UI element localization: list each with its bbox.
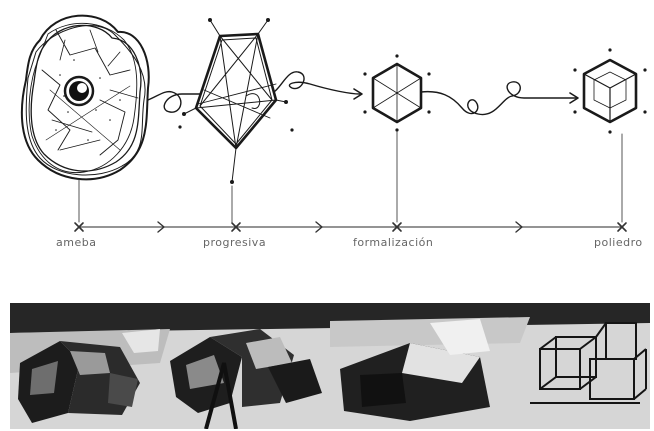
poliedro-shape (573, 48, 646, 133)
stage-label-formalizacion: formalización (353, 236, 433, 249)
timeline (79, 132, 622, 227)
stage-label-progresiva: progresiva (203, 236, 266, 249)
ameba-shape (22, 16, 149, 180)
model-photo-strip (10, 303, 650, 429)
evolution-diagram: ameba progresiva formalización poliedro (0, 0, 654, 290)
formalizacion-shape (363, 54, 430, 131)
stage-label-ameba: ameba (56, 236, 96, 249)
model-photos (10, 303, 650, 429)
progresiva-shape (178, 18, 293, 184)
stage-label-poliedro: poliedro (594, 236, 643, 249)
diagram-canvas (0, 0, 654, 290)
